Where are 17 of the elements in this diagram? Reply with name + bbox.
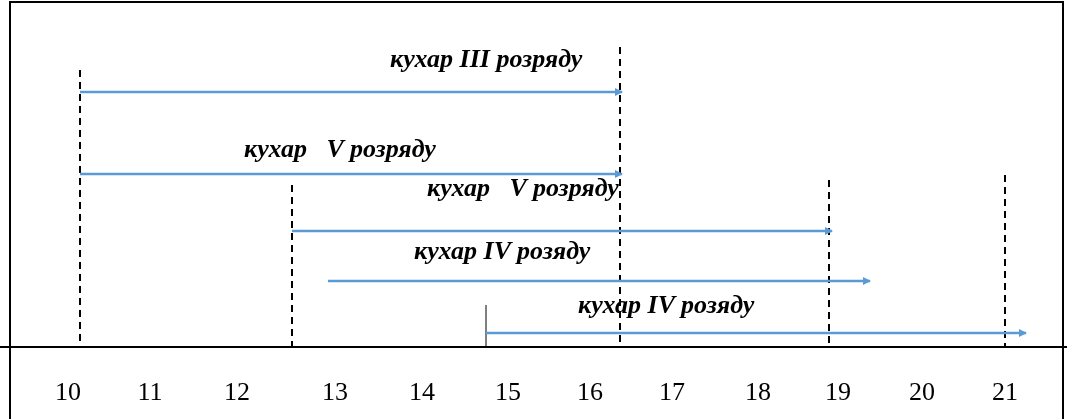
axis-tick-label: 14 [409,377,435,407]
role-label: кухар V розряду [244,134,436,164]
axis-tick-label: 20 [909,377,935,407]
role-label: кухар III розряду [390,44,583,74]
role-label: кухар IV розяду [578,290,755,320]
axis-tick-label: 11 [137,377,163,407]
role-label: кухар V розряду [427,173,619,203]
axis-tick-label: 15 [495,377,521,407]
axis-tick-label: 18 [745,377,771,407]
axis-tick-label: 10 [55,377,81,407]
axis-tick-label: 13 [322,377,348,407]
axis-tick-label: 19 [825,377,851,407]
axis-tick-label: 17 [659,377,685,407]
axis-tick-label: 16 [577,377,603,407]
role-label: кухар IV розяду [414,236,591,266]
axis-tick-label: 21 [992,377,1018,407]
axis-tick-label: 12 [224,377,250,407]
